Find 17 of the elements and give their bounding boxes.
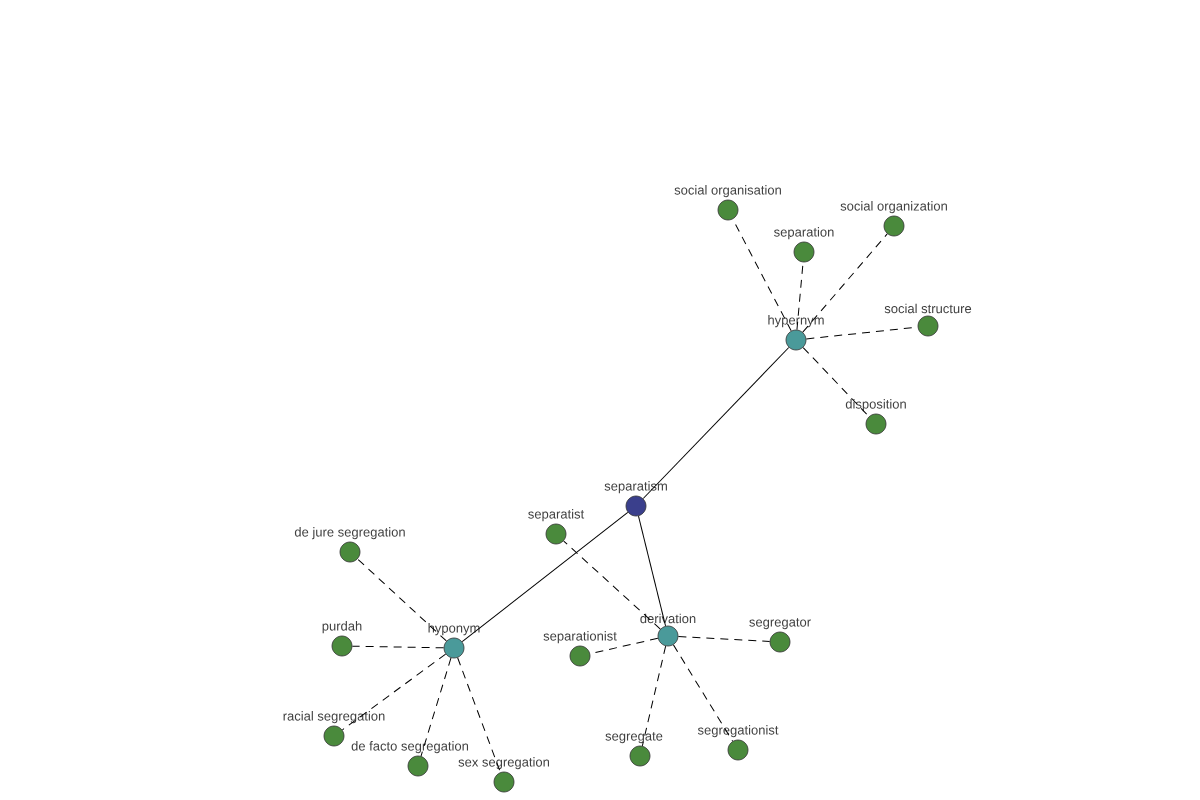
connector-line [802, 347, 870, 417]
connector-line [351, 645, 445, 649]
connector-line [641, 645, 667, 747]
connector-line [642, 347, 790, 499]
connector-line [677, 636, 771, 642]
connector-line [638, 515, 666, 627]
connector-line [796, 261, 804, 331]
connector-line [802, 233, 888, 333]
connector-line [672, 644, 734, 742]
connector-line [341, 653, 447, 731]
connector-line [357, 558, 447, 642]
connector-line [563, 540, 661, 630]
connector-line [420, 657, 452, 757]
connector-line [805, 326, 919, 340]
connector-line [732, 218, 792, 332]
connector-line [461, 511, 629, 643]
connector-line [457, 657, 501, 773]
